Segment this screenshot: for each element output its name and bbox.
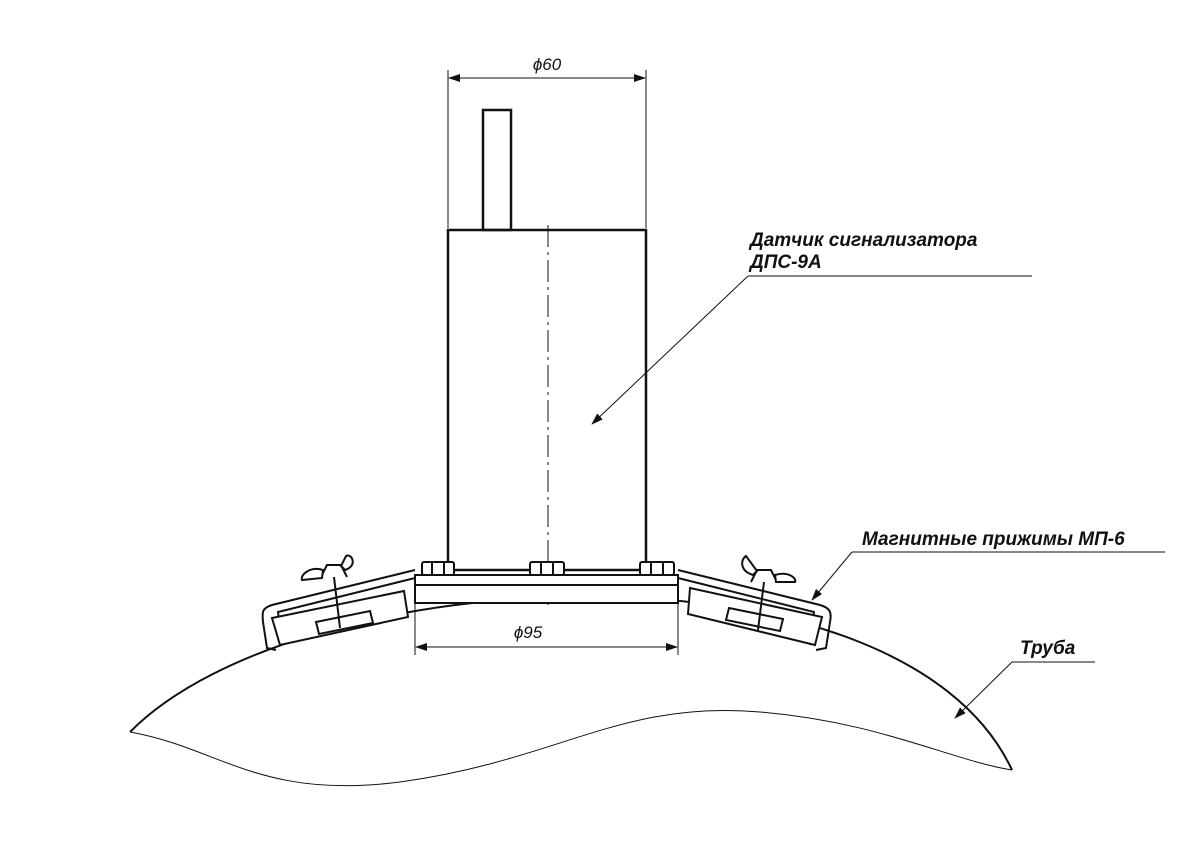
sensor-base <box>414 561 679 604</box>
sensor-body <box>446 108 648 610</box>
clamp-left-pad <box>314 609 375 636</box>
clamp-right-bracket <box>677 569 832 651</box>
sensor-label-line1: Датчик сигнализатора <box>748 230 978 251</box>
wing-nut-left <box>300 554 354 629</box>
dimension-top <box>447 70 647 228</box>
nut-left <box>421 561 455 576</box>
nut-center <box>529 561 565 576</box>
magnetic-clamp-right <box>677 554 832 651</box>
nut-right <box>639 561 675 576</box>
leader-sensor <box>591 275 1032 425</box>
clamp-left-bracket <box>261 569 416 651</box>
clamp-right-pad <box>724 606 785 633</box>
base-plate <box>414 584 679 604</box>
dimension-base <box>414 603 679 655</box>
base-plate-top <box>414 574 679 586</box>
sensor-housing <box>446 228 648 572</box>
sensor-cable <box>481 108 513 232</box>
leader-pipe <box>954 661 1095 719</box>
pipe-lower-edge <box>129 709 1013 787</box>
leader-clamps <box>811 551 1165 601</box>
pipe-label: Труба <box>1020 638 1076 659</box>
clamps-label: Магнитные прижимы МП-6 <box>862 529 1125 550</box>
sensor-label-line2: ДПС-9А <box>748 252 822 273</box>
magnetic-clamp-left <box>261 554 416 651</box>
dimension-top-value: ϕ60 <box>533 55 562 74</box>
pipe <box>129 595 1013 787</box>
wing-nut-right <box>741 554 797 631</box>
dimension-base-value: ϕ95 <box>514 623 543 642</box>
